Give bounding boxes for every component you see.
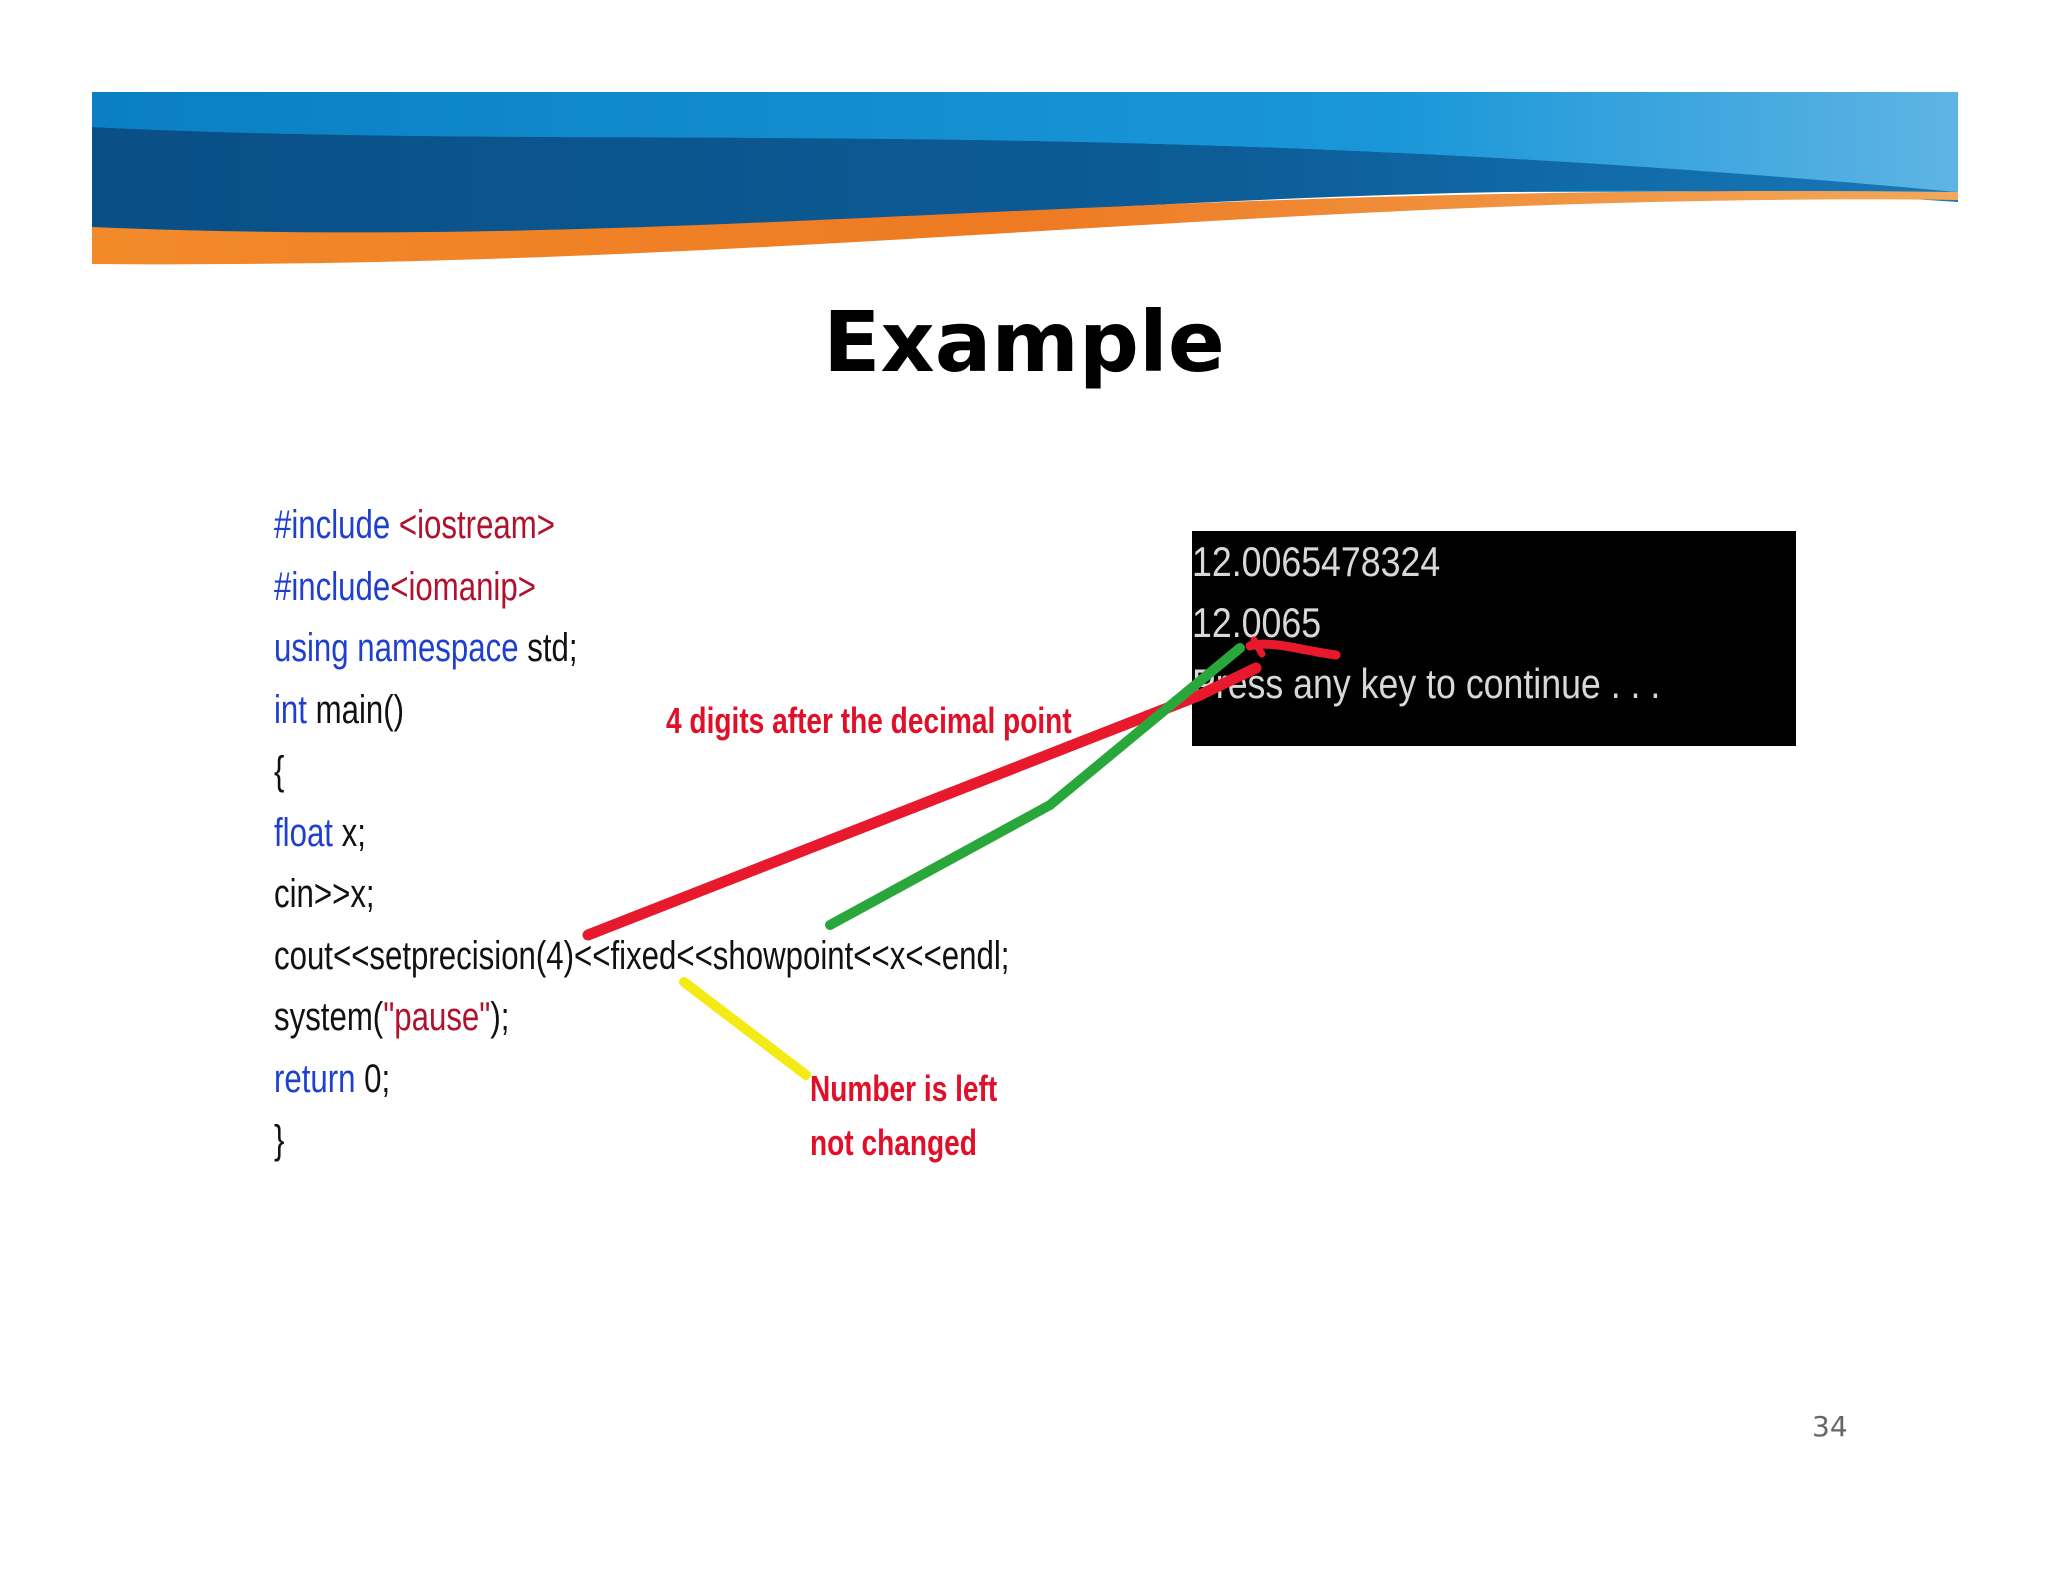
console-line-pause: Press any key to continue . . . bbox=[1192, 660, 1661, 707]
code-text: 0; bbox=[355, 1056, 391, 1101]
keyword-return: return bbox=[274, 1056, 356, 1101]
code-text: x; bbox=[332, 810, 366, 855]
annotation-number-unchanged-line1: Number is left bbox=[810, 1068, 998, 1109]
slide-title: Example bbox=[823, 293, 1225, 391]
code-block: #include <iostream> #include<iomanip> us… bbox=[274, 495, 1217, 1172]
code-line-8: cout<<setprecision(4)<<fixed<<showpoint<… bbox=[274, 933, 1010, 978]
header-iomanip: <iomanip> bbox=[390, 564, 536, 609]
page-number: 34 bbox=[1812, 1410, 1848, 1443]
code-line-6: float x; bbox=[274, 803, 1009, 865]
code-line-9: system("pause"); bbox=[274, 987, 1009, 1049]
code-line-11: } bbox=[274, 1118, 285, 1162]
annotation-digits-after-decimal: 4 digits after the decimal point bbox=[666, 700, 1072, 741]
header-banner bbox=[92, 92, 1958, 265]
code-line-10: return 0; bbox=[274, 1049, 1009, 1111]
keyword-int: int bbox=[274, 687, 307, 732]
include-directive: #include bbox=[274, 503, 391, 547]
code-text: main() bbox=[306, 687, 405, 732]
console-line-input: 12.0065478324 bbox=[1192, 538, 1441, 585]
code-text: ); bbox=[490, 995, 510, 1039]
code-text: std; bbox=[518, 626, 578, 670]
code-line-7: cin>>x; bbox=[274, 872, 375, 916]
annotation-number-unchanged-line2: not changed bbox=[810, 1122, 977, 1163]
code-line-3: using namespace std; bbox=[274, 618, 1009, 680]
include-directive: #include bbox=[274, 564, 391, 609]
console-line-result: 12.0065 bbox=[1192, 599, 1322, 646]
console-output: 12.0065478324 12.0065 Press any key to c… bbox=[1192, 531, 1796, 746]
code-line-4: int main() bbox=[274, 680, 1009, 742]
keyword-float: float bbox=[274, 810, 333, 855]
code-line-2: #include<iomanip> bbox=[274, 557, 1009, 619]
code-line-5: { bbox=[274, 749, 285, 793]
code-line-1: #include <iostream> bbox=[274, 495, 1009, 557]
header-iostream: <iostream> bbox=[398, 503, 555, 547]
code-text: system( bbox=[274, 995, 384, 1039]
keyword-using-namespace: using namespace bbox=[274, 626, 519, 670]
string-literal: "pause" bbox=[383, 995, 491, 1039]
